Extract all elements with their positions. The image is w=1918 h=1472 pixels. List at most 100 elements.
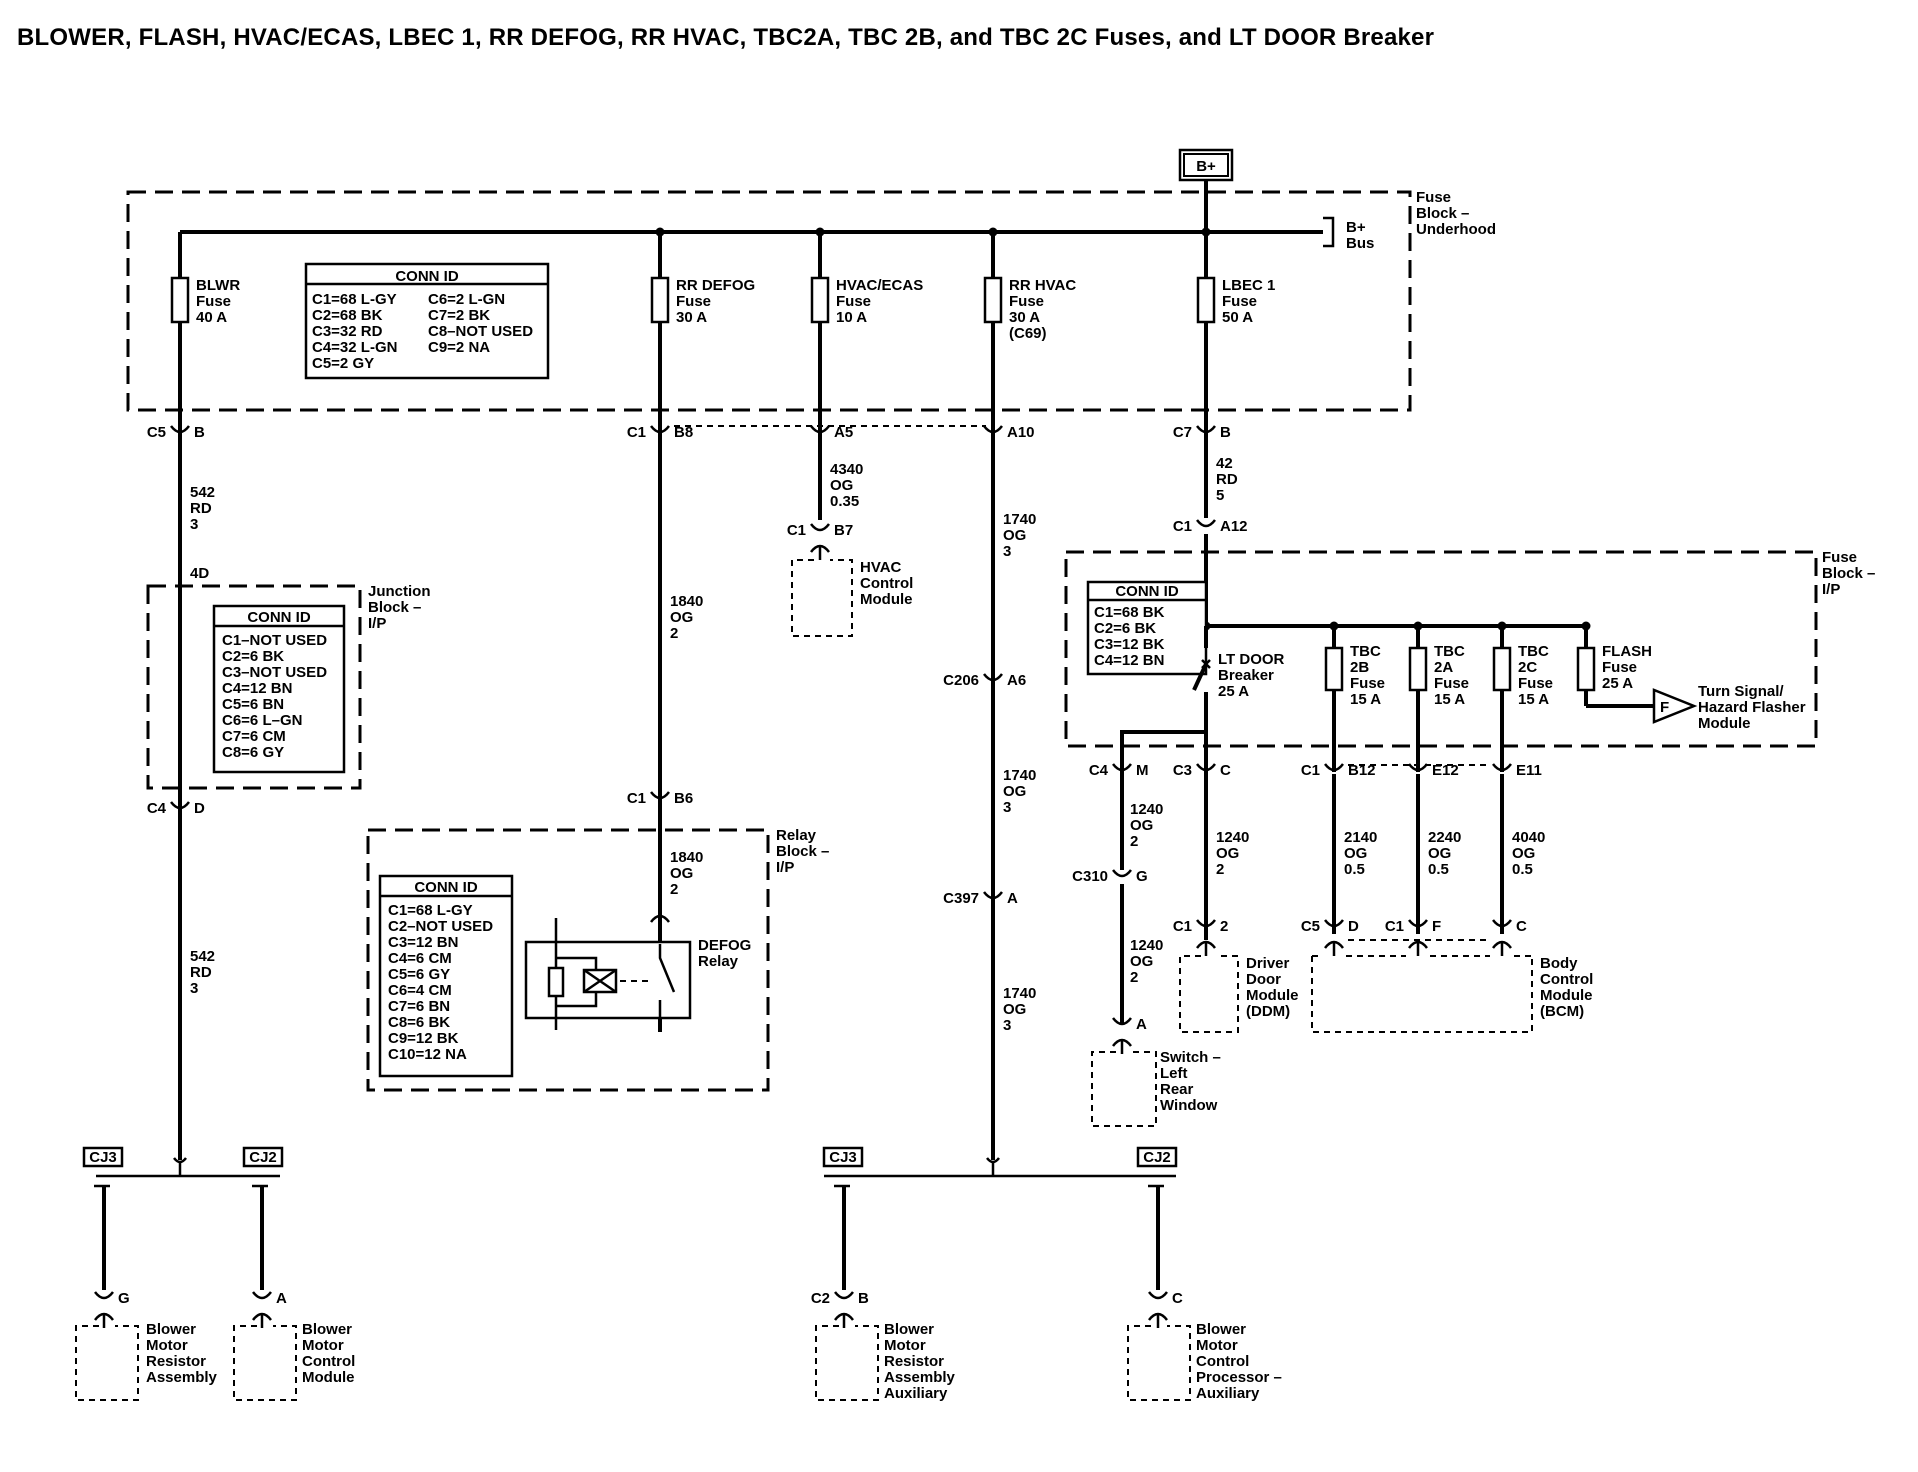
blower-motor-control-processor-auxiliary (1127, 1325, 1191, 1401)
connector-symbol (1112, 1017, 1132, 1026)
conn-id-title: CONN ID (1115, 583, 1179, 600)
wire-label: 0.35 (830, 493, 859, 510)
bmcpa-label: Blower (1196, 1321, 1246, 1338)
wire-label: 3 (1003, 543, 1011, 560)
relay-coil-leads (556, 956, 598, 1008)
fuse-label: TBC (1434, 643, 1465, 660)
conn-id-row: C8=6 GY (222, 744, 284, 761)
connector-label: C1 (1385, 918, 1404, 935)
wire-label: 1240 (1130, 937, 1163, 954)
fuse-label: Fuse (836, 293, 871, 310)
bmra-label: Motor (146, 1337, 188, 1354)
conn-id-row: C9=12 BK (388, 1030, 459, 1047)
wire-label: 2 (1130, 833, 1138, 850)
connector-symbol (1196, 519, 1216, 528)
wire-label: 1840 (670, 593, 703, 610)
wire-label: 3 (190, 516, 198, 533)
wire-label: OG (1003, 783, 1026, 800)
defog-relay-label: DEFOG (698, 937, 751, 954)
wire-label: 4340 (830, 461, 863, 478)
fuse-label: 30 A (676, 309, 707, 326)
conn-id-row: C4=12 BN (222, 680, 292, 697)
bmra-label: Resistor (146, 1353, 206, 1370)
junction-block-label: Block – (368, 599, 421, 616)
connector-pin-label: B12 (1348, 762, 1376, 779)
connector-symbol (650, 425, 670, 434)
connector-symbol (1196, 919, 1216, 928)
wire-label: 1840 (670, 849, 703, 866)
flasher-letter: F (1660, 699, 1669, 716)
conn-id-row: C8=6 BK (388, 1014, 450, 1031)
bmcm-label: Module (302, 1369, 355, 1386)
flasher-module-label: Turn Signal/ (1698, 683, 1784, 700)
terminal-symbol (252, 1312, 272, 1328)
connector-symbol (983, 891, 1003, 900)
wire-label: 542 (190, 484, 215, 501)
connector-symbol (810, 523, 830, 532)
conn-id-row: C6=2 L-GN (428, 291, 505, 308)
fuse-label: 15 A (1518, 691, 1549, 708)
connector-symbol (650, 791, 670, 800)
bmcpa-label: Control (1196, 1353, 1249, 1370)
conn-id-row: C1–NOT USED (222, 632, 327, 649)
wire-label: OG (1130, 817, 1153, 834)
wire-label: OG (1003, 1001, 1026, 1018)
defog-relay-label: Relay (698, 953, 739, 970)
connector-pin-label: A (1136, 1016, 1147, 1033)
bplus-bus-label: B+ (1346, 219, 1366, 236)
connector-label: C310 (1072, 868, 1108, 885)
connector-pin-label: B (858, 1290, 869, 1307)
bmraa-label: Resistor (884, 1353, 944, 1370)
fuse-symbol (1196, 276, 1216, 324)
terminal-symbol (1112, 1038, 1132, 1054)
bmra-label: Blower (146, 1321, 196, 1338)
connector-symbol (1408, 919, 1428, 928)
bmcm-label: Blower (302, 1321, 352, 1338)
bmcm-label: Control (302, 1353, 355, 1370)
fuse-symbol (1324, 646, 1344, 692)
fuse-label: Fuse (1350, 675, 1385, 692)
connector-pin-label: E12 (1432, 762, 1459, 779)
connector-pin-label: D (194, 800, 205, 817)
conn-id-title: CONN ID (414, 879, 478, 896)
fuse-label: 50 A (1222, 309, 1253, 326)
conn-id-row: C4=6 CM (388, 950, 452, 967)
connector-label: C3 (1173, 762, 1192, 779)
wire-label: 0.5 (1428, 861, 1449, 878)
lt-door-breaker-label: Breaker (1218, 667, 1274, 684)
wire-label: 0.5 (1344, 861, 1365, 878)
fuse-label: Fuse (1518, 675, 1553, 692)
connector-pin-label: 4D (190, 565, 209, 582)
bcm-label: Control (1540, 971, 1593, 988)
wire-label: OG (1216, 845, 1239, 862)
conn-id-row: C4=32 L-GN (312, 339, 397, 356)
conn-id-relay (378, 874, 514, 1078)
connector-label: C2 (811, 1290, 830, 1307)
junction-block-label: I/P (368, 615, 386, 632)
fuse-block-ip-label: Fuse (1822, 549, 1857, 566)
conn-id-row: C2=68 BK (312, 307, 383, 324)
connector-pin-label: G (1136, 868, 1148, 885)
hvac-control-module (791, 559, 853, 637)
connector-pin-label: A (1007, 890, 1018, 907)
splice-label: CJ2 (249, 1149, 277, 1166)
splice-cj3 (82, 1146, 124, 1168)
connector-label: C206 (943, 672, 979, 689)
connector-label: C5 (1301, 918, 1320, 935)
wire-label: 3 (1003, 1017, 1011, 1034)
conn-id-row: C4=12 BN (1094, 652, 1164, 669)
connector-pin-label: B6 (674, 790, 693, 807)
bmraa-label: Auxiliary (884, 1385, 948, 1402)
conn-id-title: CONN ID (395, 268, 459, 285)
ddm-label: Module (1246, 987, 1299, 1004)
connector-symbol (1492, 919, 1512, 928)
connector-label: C1 (627, 424, 646, 441)
conn-id-row: C7=6 BN (388, 998, 450, 1015)
conn-id-row: C2=6 BK (222, 648, 284, 665)
conn-id-row: C10=12 NA (388, 1046, 467, 1063)
wire-label: 2 (670, 881, 678, 898)
fuse-block-ip-label: I/P (1822, 581, 1840, 598)
connector-symbol (983, 673, 1003, 682)
relay-switch (658, 944, 676, 1032)
relay-block-label: Block – (776, 843, 829, 860)
